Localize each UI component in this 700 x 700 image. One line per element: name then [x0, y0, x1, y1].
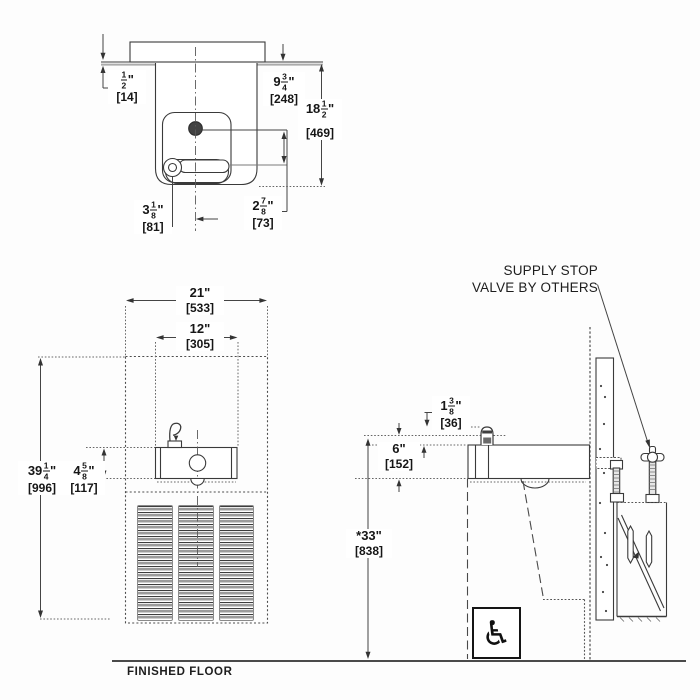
front-drain — [190, 477, 205, 486]
adjustment-slot — [645, 529, 653, 569]
accessibility-symbol-box: ♿ — [472, 607, 521, 659]
dim-depth-right — [280, 44, 286, 61]
plan-basin — [161, 111, 232, 184]
side-fountain-body — [467, 444, 591, 480]
supply-stop-valve — [640, 445, 665, 504]
front-bubbler-base — [167, 440, 183, 449]
grille-column — [137, 505, 173, 621]
dim-rim-height-label: *33" [838] — [346, 529, 392, 558]
wall-carrier-panel — [595, 357, 615, 621]
mounting-box — [616, 501, 668, 622]
front-bubbler-spout — [169, 422, 182, 442]
wheelchair-icon: ♿ — [481, 614, 512, 654]
front-fountain-body — [154, 446, 238, 480]
supply-stop-callout: SUPPLY STOP VALVE BY OTHERS — [471, 263, 598, 295]
plan-bubbler — [162, 157, 183, 178]
side-bubbler — [480, 426, 494, 445]
dim-basin-width — [155, 335, 239, 446]
drain-trap — [520, 478, 550, 489]
dim-bubbler-height — [396, 412, 433, 435]
plan-fountain-body — [154, 63, 258, 186]
dim-body-height-label: 6" [152] — [378, 442, 420, 471]
finished-floor-label: FINISHED FLOOR — [127, 666, 233, 678]
grille-column — [178, 505, 214, 621]
wall-bracket — [595, 456, 622, 470]
side-view — [355, 284, 668, 660]
dim-basin-width-label: 12" [305] — [176, 322, 224, 351]
plan-mounting-plate — [129, 41, 266, 63]
dim-overall-width-label: 21" [533] — [176, 286, 224, 315]
push-button — [188, 454, 207, 472]
plan-bubbler-arm — [178, 159, 230, 174]
grille-column — [218, 505, 254, 621]
drain-icon — [188, 121, 203, 136]
adjustment-slot — [627, 524, 634, 565]
brace — [617, 517, 662, 612]
plan-bowl — [164, 158, 230, 185]
supply-stop-leader — [597, 284, 650, 449]
drain-pipe — [609, 459, 625, 503]
